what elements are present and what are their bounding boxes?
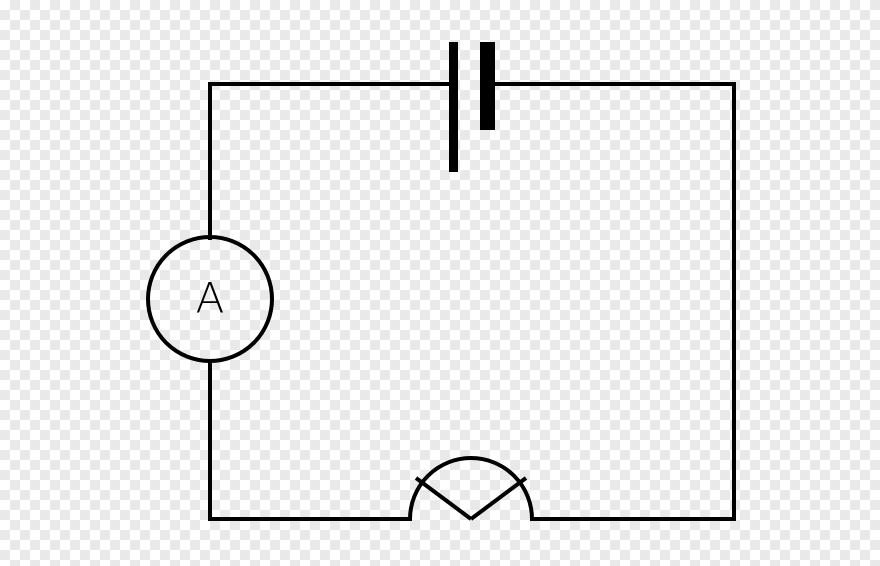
lamp-filament-right [469,476,528,521]
cell-short-plate [480,42,495,130]
ammeter-icon: A [146,235,274,363]
lamp-filament-left [414,476,473,521]
ammeter-circle [146,235,274,363]
cell-battery-icon [449,42,495,172]
cell-long-plate [449,42,458,172]
ammeter-label: A [196,274,225,323]
lamp-icon [408,456,534,521]
lamp-dome [408,456,534,520]
wires [208,82,736,521]
